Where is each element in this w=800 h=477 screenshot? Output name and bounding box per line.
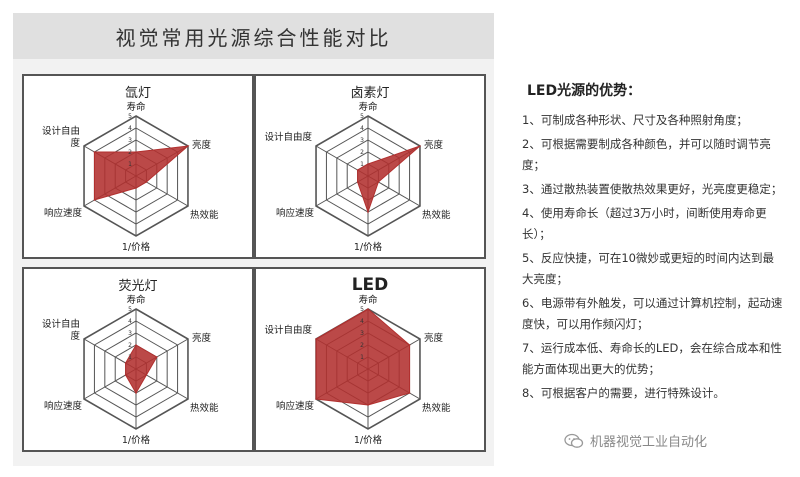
chart-title-xenon: 氙灯 <box>125 86 151 101</box>
tick-label: 2 <box>360 149 364 156</box>
axis-label: 亮度 <box>424 139 444 151</box>
data-point <box>315 398 317 400</box>
axis-label: 响应速度 <box>44 207 83 219</box>
data-point <box>419 145 421 147</box>
tick-label: 5 <box>128 113 132 120</box>
axis-label: 设计自由度 <box>42 125 81 149</box>
data-point <box>377 181 380 183</box>
axis-label: 1/价格 <box>122 434 151 446</box>
advantage-item: 5、反应快捷，可在10微妙或更短的时间内达到最大亮度； <box>522 251 774 286</box>
data-area-fluorescent <box>125 344 158 395</box>
watermark: 机器视觉工业自动化 <box>564 431 707 450</box>
data-point <box>155 356 158 358</box>
advantage-item: 4、使用寿命长（超过3万小时，间断使用寿命更长）； <box>522 206 767 241</box>
data-point <box>93 151 96 153</box>
tick-label: 1 <box>128 161 132 168</box>
data-point <box>367 163 369 165</box>
chart-title-led: LED <box>352 275 389 295</box>
tick-label: 3 <box>360 137 364 144</box>
axis-label: 响应速度 <box>276 207 315 219</box>
advantage-item: 8、可根据客户的需要，进行特殊设计。 <box>522 386 725 400</box>
tick-label: 1 <box>360 161 364 168</box>
advantage-item: 7、运行成本低、寿命长的LED，会在综合成本和性能方面体现出更大的优势； <box>522 341 782 376</box>
axis-label: 热效能 <box>190 402 219 414</box>
advantage-item: 1、可制成各种形状、尺寸及各种照射角度； <box>522 113 748 127</box>
advantage-item: 2、可根据需要制成各种颜色，并可以随时调节亮度； <box>522 137 771 172</box>
axis-label: 寿命 <box>358 294 378 306</box>
axis-label: 寿命 <box>126 101 146 113</box>
advantages-heading: LED光源的优势： <box>527 83 642 99</box>
axis-label: 亮度 <box>192 139 212 151</box>
chart-title-fluorescent: 荧光灯 <box>118 279 157 294</box>
page-title: 视觉常用光源综合性能对比 <box>13 13 494 59</box>
tick-label: 4 <box>128 125 132 132</box>
axis-label: 亮度 <box>424 332 444 344</box>
axis-label: 亮度 <box>192 332 212 344</box>
data-point <box>135 392 137 394</box>
data-point <box>145 374 148 376</box>
axis-label: 设计自由度 <box>42 318 81 342</box>
data-point <box>135 344 137 346</box>
data-point <box>135 151 137 153</box>
tick-label: 4 <box>360 318 364 325</box>
advantage-item: 3、通过散热装置使散热效果更好，光亮度更稳定； <box>522 182 783 196</box>
data-point <box>367 211 369 213</box>
tick-label: 2 <box>128 342 132 349</box>
watermark-text: 机器视觉工业自动化 <box>590 435 708 450</box>
data-point <box>356 181 359 183</box>
data-point <box>356 169 359 171</box>
axis-label: 热效能 <box>190 209 219 221</box>
data-point <box>124 374 127 376</box>
tick-label: 4 <box>360 125 364 132</box>
advantage-item: 6、电源带有外触发，可以通过计算机控制，起动速度快，可以用作频闪灯； <box>522 296 783 331</box>
axis-label: 热效能 <box>422 402 451 414</box>
axis-label: 寿命 <box>126 294 146 306</box>
axis-label: 1/价格 <box>354 434 383 446</box>
tick-label: 3 <box>360 330 364 337</box>
axis-label: 热效能 <box>422 209 451 221</box>
data-point <box>145 181 148 183</box>
tick-label: 5 <box>360 306 364 313</box>
data-point <box>315 338 317 340</box>
data-area-xenon <box>93 145 190 201</box>
tick-label: 4 <box>128 318 132 325</box>
axis-label: 设计自由度 <box>265 131 313 143</box>
data-point <box>187 145 189 147</box>
wechat-icon <box>564 433 584 448</box>
advantages-list: 1、可制成各种形状、尺寸及各种照射角度； 2、可根据需要制成各种颜色，并可以随时… <box>522 110 784 407</box>
data-point <box>93 199 96 201</box>
chart-title-halogen: 卤素灯 <box>350 85 389 101</box>
tick-label: 2 <box>360 342 364 349</box>
axis-label: 1/价格 <box>122 241 151 253</box>
axis-label: 响应速度 <box>276 400 315 412</box>
axis-label: 寿命 <box>358 101 378 113</box>
tick-label: 5 <box>128 306 132 313</box>
axis-label: 响应速度 <box>44 400 83 412</box>
data-point <box>367 308 369 310</box>
tick-label: 5 <box>360 113 364 120</box>
tick-label: 2 <box>128 149 132 156</box>
data-point <box>124 362 127 364</box>
axis-label: 设计自由度 <box>265 324 313 336</box>
axis-label: 1/价格 <box>354 241 383 253</box>
data-point <box>408 392 411 394</box>
tick-label: 3 <box>128 330 132 337</box>
data-point <box>135 187 137 189</box>
data-point <box>408 344 411 346</box>
tick-label: 1 <box>360 354 364 361</box>
tick-label: 1 <box>128 354 132 361</box>
tick-label: 3 <box>128 137 132 144</box>
data-point <box>367 404 369 406</box>
